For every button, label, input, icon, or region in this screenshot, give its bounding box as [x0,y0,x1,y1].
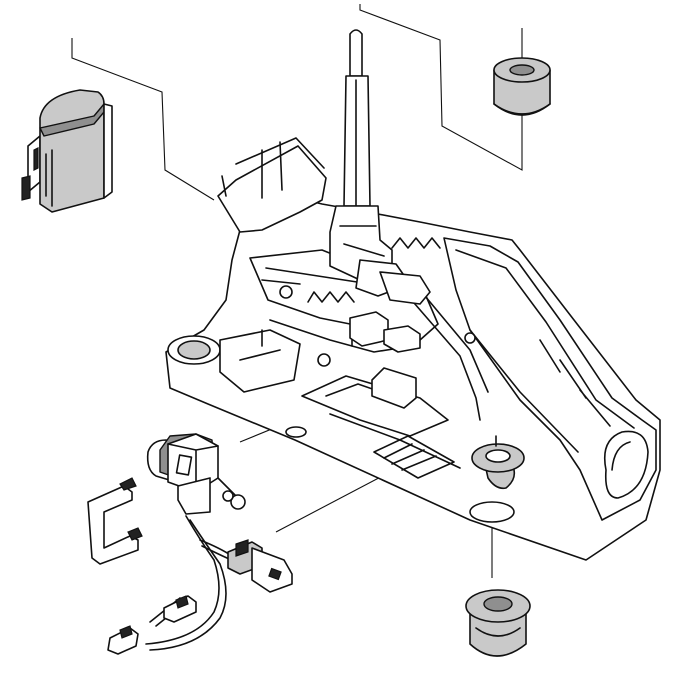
rubber-bushing-middle [471,435,525,490]
electrical-connector [107,539,293,655]
shift-lock-solenoid [146,433,246,515]
gear-selector-housing [165,137,661,561]
rubber-bushing-top [493,57,551,116]
rubber-bushing-bottom [465,589,531,657]
shift-lever-shaft [329,29,431,305]
retaining-clip [87,477,143,565]
cover-cap [21,89,113,213]
wiring-harness [145,515,237,651]
